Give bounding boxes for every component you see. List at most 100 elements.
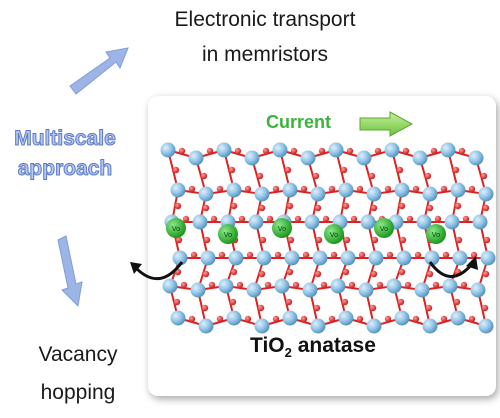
material-subscript: 2 (284, 345, 292, 361)
titanium-atom (256, 250, 272, 266)
titanium-atom (300, 150, 316, 166)
oxygen-atom (202, 270, 210, 278)
oxygen-atom (356, 315, 364, 323)
material-suffix: anatase (291, 334, 376, 357)
titanium-atom (366, 318, 382, 334)
titanium-atom (450, 310, 466, 326)
oxygen-atom (234, 147, 242, 155)
oxygen-atom (302, 251, 310, 259)
oxygen-atom (175, 236, 183, 244)
oxygen-atom (460, 281, 468, 289)
oxygen-atom (320, 281, 328, 289)
oxygen-atom (262, 147, 270, 155)
oxygen-atom (313, 304, 321, 312)
oxygen-atom (412, 185, 420, 193)
oxygen-atom (272, 315, 280, 323)
oxygen-atom (440, 315, 448, 323)
titanium-atom (198, 186, 214, 202)
oxygen-atom (287, 236, 295, 244)
arrow-up-right-icon (69, 47, 129, 95)
oxygen-atom (218, 251, 226, 259)
oxygen-atom (272, 185, 280, 193)
titanium-atom (192, 214, 208, 230)
oxygen-atom (397, 298, 405, 306)
vacancy-symbol: Vo (224, 231, 233, 239)
oxygen-atom (216, 315, 224, 323)
titanium-atom (188, 150, 204, 166)
multiscale-label: Multiscale approach (0, 124, 130, 184)
oxygen-atom (188, 185, 196, 193)
oxygen-atom (244, 185, 252, 193)
oxygen-atom (258, 270, 266, 278)
oxygen-atom (172, 166, 180, 174)
oxygen-atom (386, 251, 394, 259)
oxygen-atom (376, 281, 384, 289)
oxygen-vacancy (166, 218, 186, 238)
oxygen-atom (425, 304, 433, 312)
oxygen-atom (350, 215, 358, 223)
titanium-atom (472, 214, 488, 230)
oxygen-atom (173, 298, 181, 306)
oxygen-vacancy (426, 224, 446, 244)
titanium-atom (170, 182, 186, 198)
titanium-atom (304, 214, 320, 230)
titanium-atom (190, 282, 206, 298)
oxygen-atom (399, 236, 407, 244)
oxygen-atom (414, 251, 422, 259)
titanium-atom (162, 278, 178, 294)
oxygen-atom (294, 215, 302, 223)
oxygen-atom (246, 251, 254, 259)
oxygen-atom (258, 204, 266, 212)
oxygen-atom (384, 315, 392, 323)
vacancy-hopping-label: Vacancy hopping (18, 336, 138, 412)
oxygen-vacancy (218, 224, 238, 244)
titanium-atom (226, 310, 242, 326)
titanium-atom (246, 282, 262, 298)
titanium-atom (284, 250, 300, 266)
titanium-atom (450, 182, 466, 198)
titanium-atom (414, 282, 430, 298)
oxygen-atom (178, 147, 186, 155)
titanium-atom (282, 182, 298, 198)
multiscale-line-1: Multiscale (14, 127, 117, 151)
titanium-atom (228, 250, 244, 266)
oxygen-atom (286, 202, 294, 210)
oxygen-atom (201, 304, 209, 312)
oxygen-atom (180, 281, 188, 289)
oxygen-atom (285, 298, 293, 306)
oxygen-atom (432, 281, 440, 289)
oxygen-atom (292, 281, 300, 289)
title: Electronic transport in memristors (145, 2, 385, 72)
vacancy-symbol: Vo (380, 225, 389, 233)
oxygen-atom (286, 268, 294, 276)
titanium-atom (218, 278, 234, 294)
oxygen-atom (315, 236, 323, 244)
oxygen-atom (230, 202, 238, 210)
oxygen-atom (434, 215, 442, 223)
titanium-atom (282, 310, 298, 326)
titanium-atom (384, 142, 400, 158)
current-arrow-icon (359, 111, 414, 137)
titanium-atom (444, 214, 460, 230)
oxygen-atom (369, 304, 377, 312)
oxygen-atom (454, 202, 462, 210)
oxygen-atom (430, 147, 438, 155)
oxygen-atom (174, 202, 182, 210)
multiscale-line-2: approach (17, 157, 113, 181)
oxygen-atom (342, 268, 350, 276)
titanium-atom (394, 310, 410, 326)
oxygen-atom (206, 147, 214, 155)
oxygen-atom (328, 185, 336, 193)
oxygen-atom (348, 281, 356, 289)
oxygen-atom (370, 270, 378, 278)
oxygen-atom (370, 204, 378, 212)
titanium-atom (416, 214, 432, 230)
oxygen-atom (340, 166, 348, 174)
oxygen-atom (470, 251, 478, 259)
titanium-atom (338, 182, 354, 198)
oxygen-atom (274, 251, 282, 259)
oxygen-atom (314, 204, 322, 212)
titanium-atom (468, 150, 484, 166)
oxygen-atom (300, 315, 308, 323)
